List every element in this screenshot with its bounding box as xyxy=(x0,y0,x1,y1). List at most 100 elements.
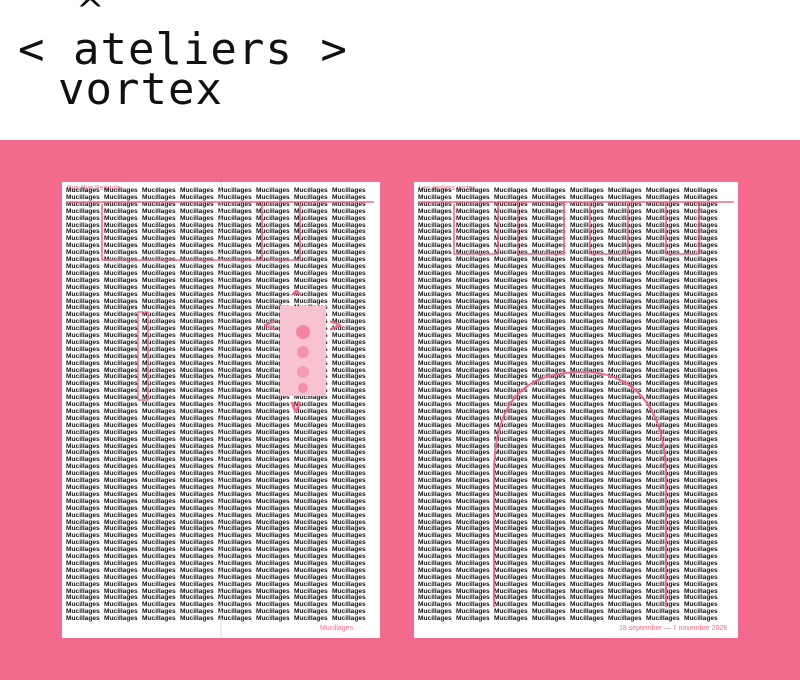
word-cell: Mucillages xyxy=(456,456,490,464)
word-cell: Mucillages xyxy=(646,449,680,457)
word-cell: Mucillages xyxy=(142,325,176,333)
word-cell: Mucillages xyxy=(684,304,718,312)
word-cell: Mucillages xyxy=(494,573,528,581)
word-cell: Mucillages xyxy=(218,580,252,588)
word-cell: Mucillages xyxy=(418,214,452,222)
word-cell: Mucillages xyxy=(494,483,528,491)
word-cell: Mucillages xyxy=(332,497,366,505)
word-cell: Mucillages xyxy=(646,525,680,533)
word-cell: Mucillages xyxy=(104,504,138,512)
word-cell: Mucillages xyxy=(418,408,452,415)
word-cell: Mucillages xyxy=(532,332,566,340)
word-cell: Mucillages xyxy=(456,193,490,201)
word-cell: Mucillages xyxy=(418,532,452,540)
word-cell: Mucillages xyxy=(608,297,642,305)
word-cell: Mucillages xyxy=(104,366,138,374)
word-cell: Mucillages xyxy=(684,615,718,623)
word-cell: Mucillages xyxy=(104,359,138,367)
word-cell: Mucillages xyxy=(418,456,452,464)
word-cell: Mucillages xyxy=(570,332,604,340)
word-cell: Mucillages xyxy=(532,483,566,491)
word-cell: Mucillages xyxy=(532,352,566,360)
word-cell: Mucillages xyxy=(418,435,452,443)
word-cell: Mucillages xyxy=(418,304,452,312)
word-cell: Mucillages xyxy=(418,553,452,561)
word-cell: Mucillages xyxy=(66,546,100,554)
word-cell: Mucillages xyxy=(332,373,366,381)
word-cell: Mucillages xyxy=(218,546,252,554)
word-cell: Mucillages xyxy=(104,380,138,388)
word-cell: Mucillages xyxy=(418,477,452,485)
word-cell: Mucillages xyxy=(256,518,290,526)
word-cell: Mucillages xyxy=(104,449,138,457)
word-cell: Mucillages xyxy=(684,497,718,505)
word-cell: Mucillages xyxy=(66,587,100,595)
word-cell: Mucillages xyxy=(256,221,290,229)
word-cell: Mucillages xyxy=(294,200,328,208)
word-cell: Mucillages xyxy=(142,573,176,581)
word-cell: Mucillages xyxy=(256,380,290,388)
word-cell: Mucillages xyxy=(532,566,566,574)
word-cell: Mucillages xyxy=(66,249,100,257)
word-cell: Mucillages xyxy=(646,483,680,491)
word-cell: Mucillages xyxy=(218,456,252,464)
word-cell: Mucillages xyxy=(332,311,366,319)
word-cell: Mucillages xyxy=(494,373,528,381)
word-cell: Mucillages xyxy=(256,608,290,616)
word-cell: Mucillages xyxy=(684,601,718,609)
word-cell: Mucillages xyxy=(66,580,100,588)
word-cell: Mucillages xyxy=(532,276,566,284)
word-cell: Mucillages xyxy=(104,421,138,429)
word-cell: Mucillages xyxy=(608,497,642,505)
word-cell: Mucillages xyxy=(684,338,718,346)
word-cell: Mucillages xyxy=(494,304,528,312)
word-cell: Mucillages xyxy=(142,290,176,298)
word-cell: Mucillages xyxy=(570,345,604,353)
word-cell: Mucillages xyxy=(494,228,528,236)
word-cell: Mucillages xyxy=(332,470,366,478)
word-cell: Mucillages xyxy=(418,559,452,567)
word-cell: Mucillages xyxy=(104,200,138,208)
word-cell: Mucillages xyxy=(256,483,290,491)
word-cell: Mucillages xyxy=(684,525,718,533)
word-cell: Mucillages xyxy=(456,470,490,478)
word-cell: Mucillages xyxy=(142,387,176,395)
word-cell: Mucillages xyxy=(494,200,528,208)
word-cell: Mucillages xyxy=(180,559,214,567)
word-cell: Mucillages xyxy=(180,297,214,305)
word-cell: Mucillages xyxy=(180,580,214,588)
word-cell: Mucillages xyxy=(218,207,252,215)
word-cell: Mucillages xyxy=(684,276,718,284)
word-cell: Mucillages xyxy=(180,276,214,284)
word-cell: Mucillages xyxy=(684,269,718,277)
word-cell: Mucillages xyxy=(104,290,138,298)
word-cell: Mucillages xyxy=(218,490,252,498)
word-cell: Mucillages xyxy=(294,532,328,540)
word-cell: Mucillages xyxy=(494,553,528,561)
word-cell: Mucillages xyxy=(570,394,604,402)
word-cell: Mucillages xyxy=(66,483,100,491)
word-cell: Mucillages xyxy=(684,380,718,388)
word-cell: Mucillages xyxy=(494,456,528,464)
word-cell: Mucillages xyxy=(66,235,100,243)
word-cell: Mucillages xyxy=(332,256,366,264)
word-cell: Mucillages xyxy=(332,490,366,498)
word-cell: Mucillages xyxy=(180,553,214,561)
word-cell: Mucillages xyxy=(646,311,680,319)
word-cell: Mucillages xyxy=(570,594,604,602)
word-cell: Mucillages xyxy=(294,594,328,602)
word-cell: Mucillages xyxy=(142,304,176,312)
word-cell: Mucillages xyxy=(456,490,490,498)
word-cell: Mucillages xyxy=(180,325,214,333)
word-cell: Mucillages xyxy=(456,601,490,609)
